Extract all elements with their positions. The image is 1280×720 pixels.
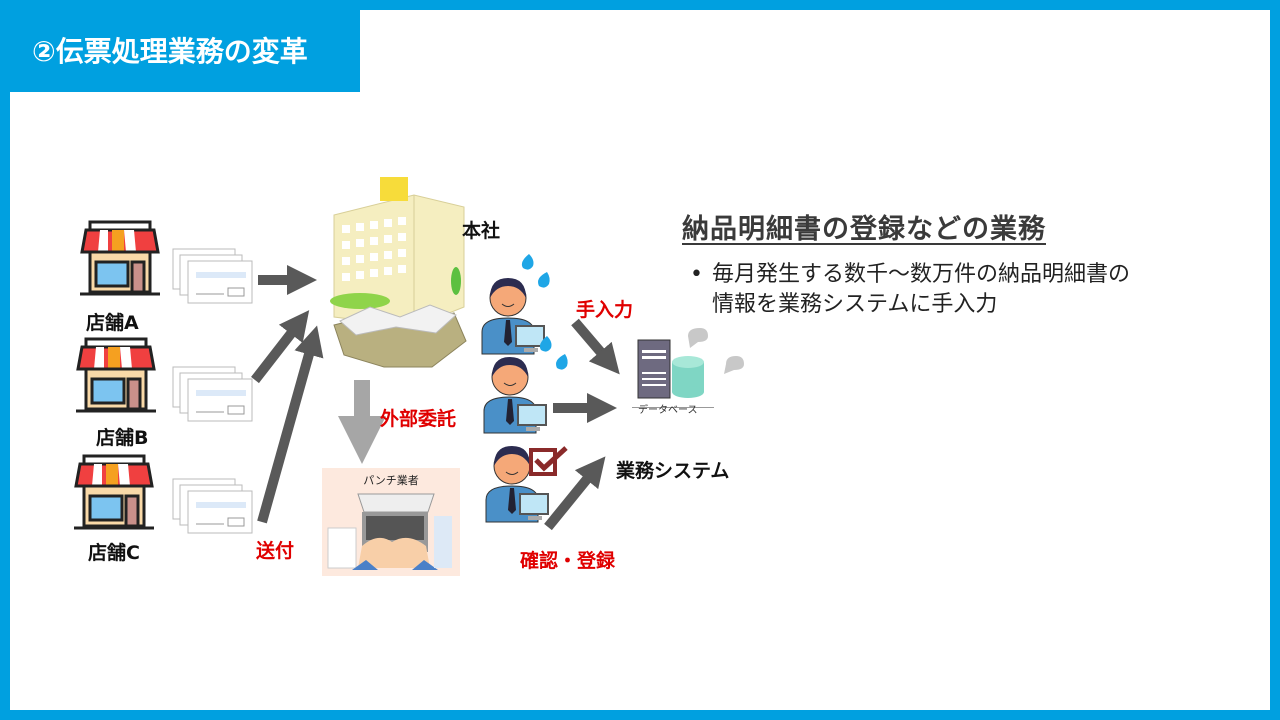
store-c-label: 店舗C xyxy=(88,542,140,564)
punch-vendor-label: パンチ業者 xyxy=(363,474,419,487)
database-label: データベース xyxy=(638,405,698,416)
store-icon xyxy=(78,218,162,302)
business-system-label: 業務システム xyxy=(616,460,730,482)
slip-documents-icon xyxy=(172,478,254,534)
outsource-label: 外部委託 xyxy=(380,408,457,430)
slide: ②伝票処理業務の変革 xyxy=(10,10,1270,710)
sweat-drops-icon xyxy=(539,336,568,370)
arrow-store-b xyxy=(251,310,310,384)
store-b-label: 店舗B xyxy=(96,427,149,449)
store-icon xyxy=(72,452,156,536)
store-icon xyxy=(74,335,158,419)
arrow-confirm xyxy=(544,456,606,531)
checkbox-check-icon xyxy=(529,446,568,476)
confirm-register-label: 確認・登録 xyxy=(520,550,616,572)
slip-documents-icon xyxy=(172,248,254,304)
store-a-label: 店舗A xyxy=(86,312,139,334)
punch-vendor-panel: パンチ業者 xyxy=(322,468,460,576)
slip-documents-icon xyxy=(172,366,254,422)
headquarters-building-icon xyxy=(330,177,467,368)
bullet-line-continued: 情報を業務システムに手入力 xyxy=(712,292,998,317)
bullet-line: 毎月発生する数千〜数万件の納品明細書の xyxy=(690,260,1130,290)
description-heading: 納品明細書の登録などの業務 xyxy=(682,214,1046,245)
send-label: 送付 xyxy=(256,540,295,562)
laptop-typing-icon xyxy=(327,493,452,570)
slide-title: ②伝票処理業務の変革 xyxy=(10,10,360,92)
sweat-drops-icon xyxy=(521,254,550,288)
arrow-store-c xyxy=(257,325,324,524)
headquarters-label: 本社 xyxy=(462,220,501,242)
arrow-manual-input xyxy=(571,318,620,375)
description-bullets: 毎月発生する数千〜数万件の納品明細書の 情報を業務システムに手入力 xyxy=(690,260,1130,320)
database-server-icon xyxy=(632,328,744,408)
manual-input-label: 手入力 xyxy=(576,299,634,321)
